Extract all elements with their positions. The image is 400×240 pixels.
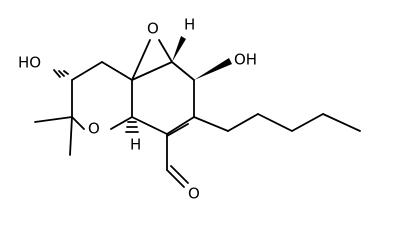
bond-ring-o-c2 <box>71 116 85 130</box>
label-aldehyde-oxygen: O <box>188 185 200 203</box>
bond-pentyl-4-5 <box>322 113 361 132</box>
bond-c8a-ring-o <box>110 116 133 130</box>
label-hydroxyl-right: OH <box>234 51 257 69</box>
label-epoxide-oxygen: O <box>147 20 159 38</box>
bond-c5-c6 <box>171 61 195 81</box>
label-hydroxyl-left: HO <box>18 54 41 72</box>
label-stereo-h-bottom: H <box>130 136 141 154</box>
bond-c7-c8-double-inner <box>166 123 189 137</box>
bond-aldehyde-c-o-double-outer <box>166 169 185 188</box>
bond-c7-pentyl-1 <box>193 116 229 132</box>
bond-c4a-c5 <box>131 61 173 81</box>
label-stereo-h-top: H <box>184 16 195 34</box>
bond-pentyl-2-3 <box>257 113 293 132</box>
bond-aldehyde-c-o-double-inner <box>170 165 189 184</box>
bond-c4-c4a <box>101 61 133 81</box>
molecule-canvas: HO OH O O H H O <box>18 15 361 203</box>
chemical-structure-diagram: HO OH O O H H O <box>18 16 361 203</box>
bond-c4a-epoxide-o <box>131 39 151 81</box>
bond-c2-methyl-down <box>69 116 73 156</box>
bond-c3-c4 <box>71 61 103 81</box>
bond-c8-c8a <box>131 116 168 135</box>
bond-c7-c8-double-outer <box>166 116 195 135</box>
hashed-bond-c3-oh-2 <box>58 70 65 77</box>
bond-pentyl-1-2 <box>227 113 259 132</box>
wedge-bond-c5-h <box>172 36 186 62</box>
hashed-bond-c3-oh-1 <box>63 70 69 75</box>
bond-c2-methyl-left <box>34 116 73 123</box>
wedge-bond-c6-oh <box>194 58 232 80</box>
label-ring-oxygen: O <box>88 120 100 138</box>
bond-c5-epoxide-o <box>158 39 173 63</box>
hashed-bond-c3-oh-3 <box>53 69 61 78</box>
bond-pentyl-3-4 <box>291 113 324 132</box>
